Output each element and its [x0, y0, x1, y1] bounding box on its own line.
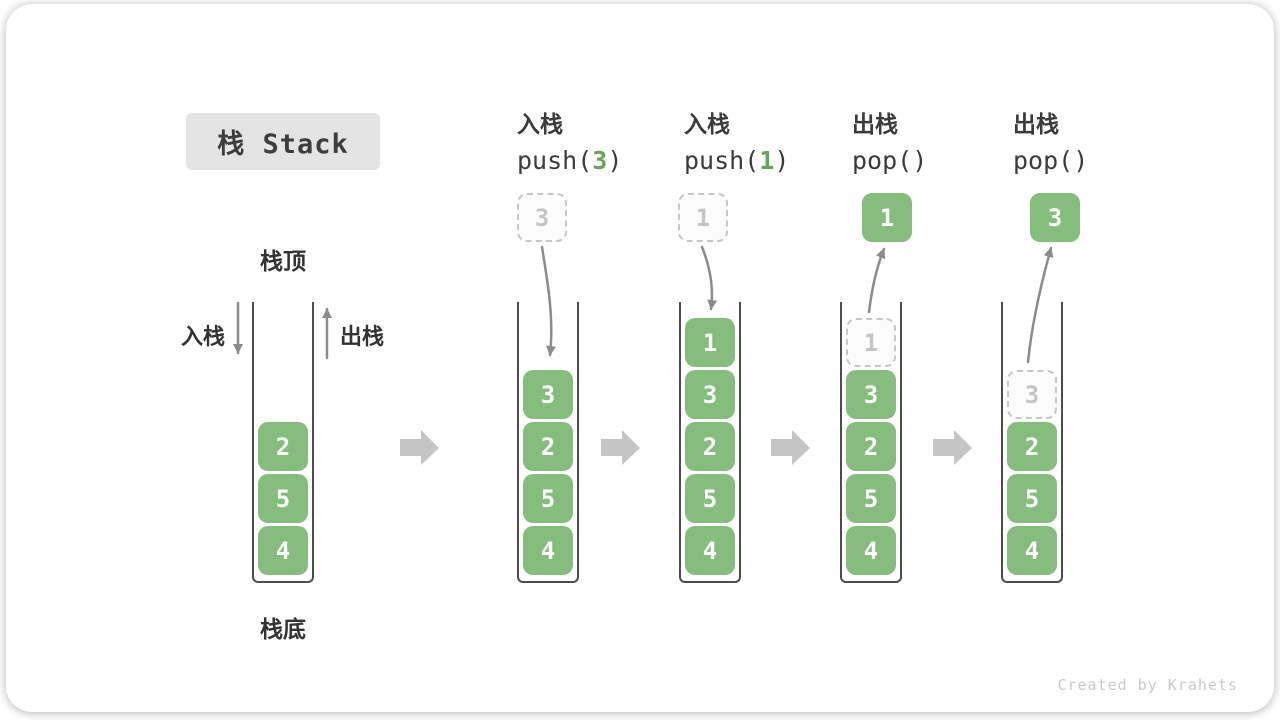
op-code: push(3): [517, 146, 622, 175]
transition-arrow-icon: [771, 430, 810, 465]
stack-cell: 2: [846, 422, 896, 471]
stack-cell: 3: [685, 370, 735, 419]
pop-arrow-label: 出栈: [340, 325, 385, 350]
op-header-push-1: 入栈 push(1): [684, 105, 789, 175]
code-arg: 3: [592, 146, 608, 175]
diagram-card: 栈 Stack 入栈 push(3) 入栈 push(1) 出栈 pop() 出…: [6, 4, 1274, 712]
stack-initial: 2 5 4: [252, 302, 314, 583]
op-header-pop-1: 出栈 pop(): [852, 105, 927, 175]
op-header-pop-3: 出栈 pop(): [1013, 105, 1088, 175]
code-close: ): [774, 146, 790, 175]
stack-cell: 2: [1007, 422, 1057, 471]
op-label: 出栈: [852, 112, 898, 138]
stack-cell: 1: [685, 318, 735, 367]
floating-value-box: 3: [1030, 193, 1080, 242]
floating-value-box: 1: [678, 193, 728, 242]
title-text: 栈 Stack: [217, 129, 349, 160]
stack-cell: 5: [1007, 474, 1057, 523]
transition-arrow-icon: [933, 430, 972, 465]
stack-cell: 5: [258, 474, 308, 523]
transition-arrow-icon: [400, 430, 439, 465]
code-fn: pop(: [852, 146, 913, 175]
op-label: 入栈: [517, 112, 563, 138]
stack-after-push-1: 1 3 2 5 4: [679, 302, 741, 583]
stack-bottom-label: 栈底: [260, 617, 306, 643]
code-arg: 1: [759, 146, 775, 175]
op-label: 出栈: [1013, 112, 1059, 138]
op-label: 入栈: [684, 112, 730, 138]
stack-cell: 4: [685, 526, 735, 575]
op-code: push(1): [684, 146, 789, 175]
stack-cell: 2: [685, 422, 735, 471]
stack-cell: 2: [258, 422, 308, 471]
op-header-push-3: 入栈 push(3): [517, 105, 622, 175]
stack-cell: 5: [685, 474, 735, 523]
floating-value-box: 1: [862, 193, 912, 242]
op-code: pop(): [852, 146, 927, 175]
floating-value-box: 3: [517, 193, 567, 242]
stack-cell: 3: [523, 370, 573, 419]
transition-arrow-icon: [601, 430, 640, 465]
stack-cell: 2: [523, 422, 573, 471]
stack-cell: 4: [1007, 526, 1057, 575]
push-1-arrow-icon: [700, 245, 718, 311]
code-close: ): [1073, 146, 1089, 175]
stack-cell-ghost: 3: [1007, 370, 1057, 419]
stack-cell-ghost: 1: [846, 318, 896, 367]
stack-cell: 4: [846, 526, 896, 575]
stack-top-label: 栈顶: [260, 249, 306, 275]
push-arrow-label: 入栈: [180, 325, 225, 350]
stack-after-push-3: 3 2 5 4: [517, 302, 579, 583]
op-code: pop(): [1013, 146, 1088, 175]
title-box: 栈 Stack: [186, 113, 380, 170]
code-fn: push(: [684, 146, 760, 175]
stack-cell: 4: [258, 526, 308, 575]
stack-cell: 5: [846, 474, 896, 523]
stack-cell: 5: [523, 474, 573, 523]
code-close: ): [607, 146, 623, 175]
code-fn: push(: [517, 146, 593, 175]
watermark: Created by Krahets: [1057, 676, 1238, 694]
stack-after-pop-1: 1 3 2 5 4: [840, 302, 902, 583]
stack-after-pop-3: 3 2 5 4: [1001, 302, 1063, 583]
stack-cell: 3: [846, 370, 896, 419]
code-close: ): [912, 146, 928, 175]
stack-cell: 4: [523, 526, 573, 575]
code-fn: pop(: [1013, 146, 1074, 175]
